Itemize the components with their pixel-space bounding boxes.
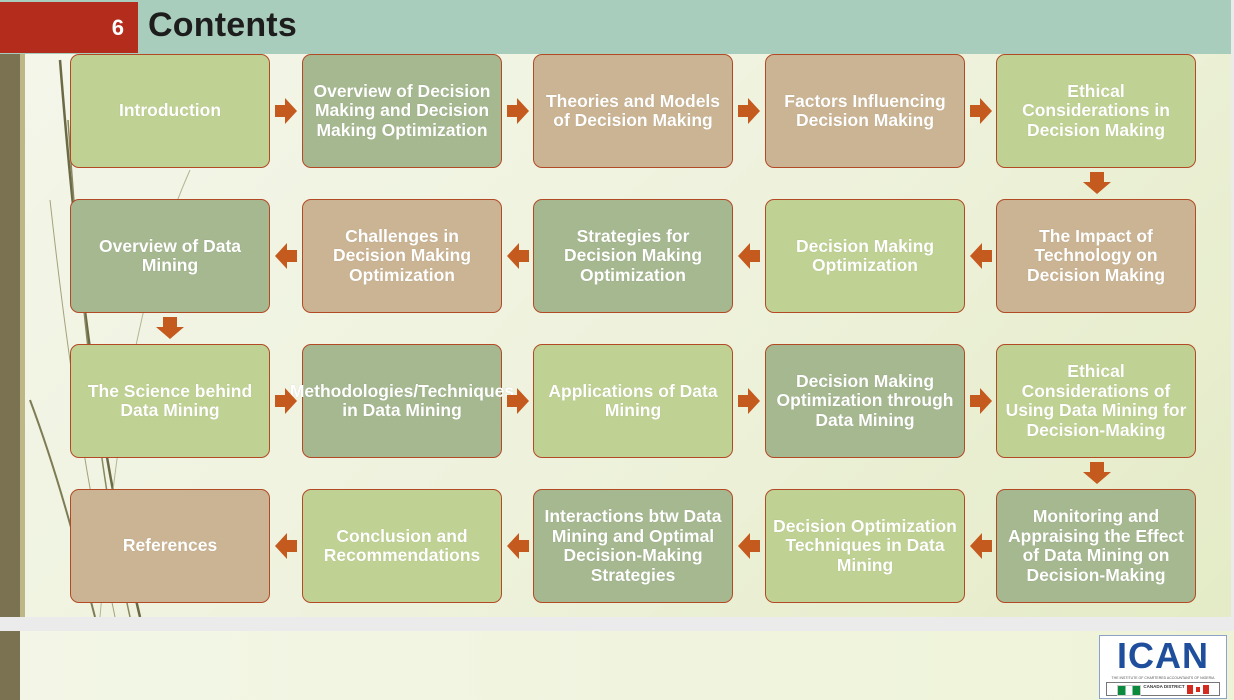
arrow-left-icon: [738, 243, 760, 269]
arrow-down-icon: [156, 317, 184, 339]
canada-flag-icon: [1187, 685, 1209, 694]
box-overview-decision-making[interactable]: Overview of Decision Making and Decision…: [302, 54, 502, 168]
box-monitoring-appraising[interactable]: Monitoring and Appraising the Effect of …: [996, 489, 1196, 603]
box-interactions[interactable]: Interactions btw Data Mining and Optimal…: [533, 489, 733, 603]
ican-logo: ICAN THE INSTITUTE OF CHARTERED ACCOUNTA…: [1099, 635, 1227, 699]
arrow-left-icon: [507, 533, 529, 559]
arrow-right-icon: [738, 98, 760, 124]
nigeria-flag-icon: [1117, 685, 1141, 696]
footer-accent-bar: [0, 631, 20, 700]
arrow-right-icon: [970, 98, 992, 124]
box-science-behind-data-mining[interactable]: The Science behind Data Mining: [70, 344, 270, 458]
box-strategies[interactable]: Strategies for Decision Making Optimizat…: [533, 199, 733, 313]
arrow-right-icon: [738, 388, 760, 414]
box-conclusion[interactable]: Conclusion and Recommendations: [302, 489, 502, 603]
page-title: Contents: [148, 6, 297, 44]
box-references[interactable]: References: [70, 489, 270, 603]
logo-flags-strip: CANADA DISTRICT: [1106, 682, 1220, 696]
arrow-right-icon: [970, 388, 992, 414]
arrow-right-icon: [275, 98, 297, 124]
box-methodologies[interactable]: Methodologies/Techniques in Data Mining: [290, 344, 514, 458]
arrow-left-icon: [738, 533, 760, 559]
arrow-right-icon: [507, 388, 529, 414]
box-impact-of-technology[interactable]: The Impact of Technology on Decision Mak…: [996, 199, 1196, 313]
box-overview-data-mining[interactable]: Overview of Data Mining: [70, 199, 270, 313]
arrow-down-icon: [1083, 462, 1111, 484]
box-ethical-data-mining[interactable]: Ethical Considerations of Using Data Min…: [996, 344, 1196, 458]
logo-district: CANADA DISTRICT: [1143, 684, 1185, 689]
slide-number: 6: [0, 2, 138, 53]
box-applications[interactable]: Applications of Data Mining: [533, 344, 733, 458]
arrow-left-icon: [275, 533, 297, 559]
box-optimization-techniques[interactable]: Decision Optimization Techniques in Data…: [765, 489, 965, 603]
logo-tagline: THE INSTITUTE OF CHARTERED ACCOUNTANTS O…: [1111, 676, 1215, 680]
left-accent-stripe: [20, 54, 25, 617]
box-introduction[interactable]: Introduction: [70, 54, 270, 168]
arrow-right-icon: [507, 98, 529, 124]
arrow-left-icon: [275, 243, 297, 269]
box-theories-models[interactable]: Theories and Models of Decision Making: [533, 54, 733, 168]
box-ethical-considerations[interactable]: Ethical Considerations in Decision Makin…: [996, 54, 1196, 168]
flow-arrows: [156, 98, 1111, 559]
slide: 6 Contents Introduction Overview of Deci…: [0, 0, 1231, 617]
logo-wordmark: ICAN: [1117, 635, 1209, 676]
arrow-left-icon: [970, 243, 992, 269]
next-slide-preview: ICAN THE INSTITUTE OF CHARTERED ACCOUNTA…: [0, 631, 1234, 700]
arrow-right-icon: [275, 388, 297, 414]
arrow-down-icon: [1083, 172, 1111, 194]
box-factors-influencing[interactable]: Factors Influencing Decision Making: [765, 54, 965, 168]
box-optimization-through-data-mining[interactable]: Decision Making Optimization through Dat…: [765, 344, 965, 458]
left-accent-bar: [0, 54, 20, 617]
arrow-left-icon: [507, 243, 529, 269]
box-challenges[interactable]: Challenges in Decision Making Optimizati…: [302, 199, 502, 313]
arrow-left-icon: [970, 533, 992, 559]
header-band: [0, 0, 1231, 54]
box-decision-making-optimization[interactable]: Decision Making Optimization: [765, 199, 965, 313]
